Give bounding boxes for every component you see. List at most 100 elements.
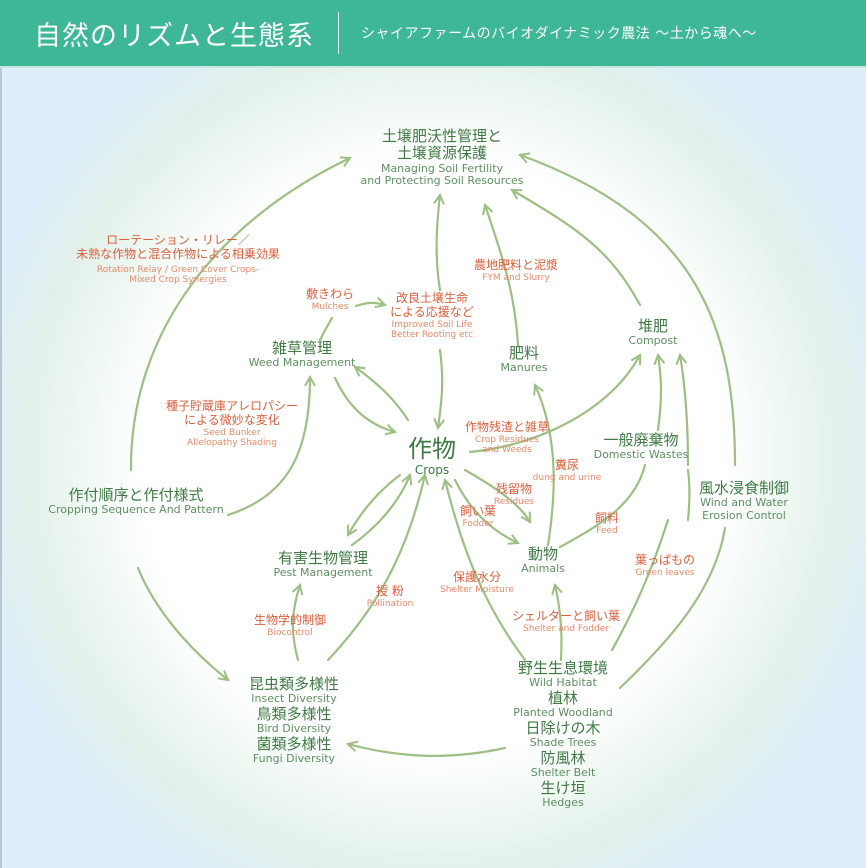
- insect-diversity-jp: 昆虫類多様性: [248, 675, 340, 693]
- seedbank-jp-line2: による微妙な変化: [184, 412, 280, 427]
- residues-weeds-jp: 作物残渣と雑草: [464, 420, 550, 434]
- link-dung-urine: 糞尿 dung and urine: [533, 458, 602, 483]
- node-domestic-jp: 一般廃棄物: [603, 431, 679, 449]
- node-crops-jp: 作物: [408, 435, 456, 463]
- arrow-improved-to-crops: [438, 348, 442, 428]
- header-divider: [338, 12, 339, 54]
- line-green-to-wind: [686, 468, 691, 522]
- line-wind-to-habitat: [618, 526, 727, 690]
- arrow-compost-to-soil: [512, 188, 642, 307]
- node-cropping-en: Cropping Sequence And Pattern: [48, 503, 224, 517]
- seedbank-jp-line1: 種子貯蔵庫アレロパシー: [165, 399, 299, 413]
- node-soil-jp-line2: 土壌資源保護: [396, 144, 487, 163]
- diagram-canvas: [0, 68, 866, 868]
- arrow-manures-to-soil: [485, 205, 520, 347]
- shelter-belt-jp: 防風林: [540, 748, 586, 767]
- link-fodder: 飼い葉 Fodder: [460, 504, 496, 529]
- arrow-habitat-to-crops: [445, 480, 527, 662]
- node-wind-erosion: 風水浸食制御 Wind and Water Erosion Control: [698, 479, 790, 523]
- link-improved-soil-life: 改良土壌生命 による応援など Improved Soil Life Better…: [390, 291, 474, 340]
- residues-weeds-en-line1: Crop Residues: [474, 434, 540, 445]
- line-weed-to-mulches: [318, 316, 334, 342]
- fungi-diversity-jp: 菌類多様性: [256, 734, 332, 753]
- improved-en-line2: Better Rooting etc: [390, 329, 474, 340]
- bird-diversity-jp: 鳥類多様性: [256, 704, 332, 723]
- arrow-habitat-to-animals: [555, 585, 561, 662]
- node-weed-jp: 雑草管理: [271, 339, 332, 357]
- arrow-weed-to-crops: [333, 376, 395, 432]
- link-shelter-moisture: 保護水分 Shelter Moisture: [440, 570, 514, 595]
- node-compost-en: Compost: [628, 334, 678, 348]
- rotation-en-line1: Rotation Relay / Green Cover Crops-: [96, 264, 260, 275]
- node-wind-en-line2: Erosion Control: [702, 508, 786, 522]
- rotation-jp-line1: ローテーション・リレー／: [106, 233, 250, 247]
- link-green-leaves: 葉っぱもの Green leaves: [634, 553, 696, 578]
- shade-trees-en: Shade Trees: [529, 736, 597, 750]
- line-feed-to-domestic: [558, 463, 647, 549]
- hedges-en: Hedges: [542, 795, 584, 809]
- shade-trees-jp: 日除けの木: [525, 718, 601, 737]
- node-cropping-jp: 作付順序と作付様式: [68, 486, 204, 504]
- arrow-crops-to-animals-residues: [463, 468, 532, 522]
- fym-en: FYM and Slurry: [482, 272, 550, 283]
- node-pest-management: 有害生物管理 Pest Management: [273, 549, 372, 580]
- shelter-fodder-jp: シェルターと飼い葉: [511, 609, 621, 623]
- arrow-cropping-to-weed: [226, 377, 310, 517]
- rotation-en-line2: Mixed Crop Synergies: [129, 274, 227, 285]
- improved-jp-line2: による応援など: [390, 304, 474, 319]
- arrow-crops-to-animals-fodder: [453, 478, 518, 543]
- fungi-diversity-en: Fungi Diversity: [252, 752, 336, 766]
- node-crops: 作物 Crops: [408, 435, 456, 477]
- pollination-jp: 授 粉: [376, 584, 404, 598]
- node-cropping-sequence: 作付順序と作付様式 Cropping Sequence And Pattern: [48, 486, 224, 517]
- line-habitat-to-green: [610, 518, 670, 652]
- green-leaves-en: Green leaves: [635, 567, 695, 578]
- arrow-wind-to-soil: [520, 155, 737, 467]
- arrow-crops-to-compost: [468, 355, 642, 454]
- dung-jp: 糞尿: [554, 458, 580, 472]
- shelter-fodder-en: Shelter and Fodder: [523, 623, 609, 634]
- arrow-habitat-to-fungi: [348, 744, 507, 757]
- arrow-domestic-to-compost: [658, 355, 661, 432]
- node-compost: 堆肥 Compost: [628, 317, 678, 348]
- node-wind-jp: 風水浸食制御: [698, 479, 790, 497]
- arrow-crops-to-pest: [346, 473, 402, 535]
- feed-en: Feed: [596, 525, 618, 536]
- green-leaves-jp: 葉っぱもの: [634, 553, 696, 567]
- node-animals: 動物 Animals: [521, 545, 565, 576]
- node-manures-jp: 肥料: [508, 344, 539, 362]
- improved-jp-line1: 改良土壌生命: [395, 291, 468, 305]
- arrow-pest-to-crops: [350, 475, 410, 547]
- link-feed: 飼料 Feed: [595, 511, 619, 536]
- residues-en: Residues: [493, 496, 535, 507]
- rotation-jp-line2: 未熟な作物と混合作物による相乗効果: [76, 246, 280, 261]
- link-shelter-fodder: シェルターと飼い葉 Shelter and Fodder: [511, 609, 621, 634]
- link-biocontrol: 生物学的制御 Biocontrol: [253, 613, 327, 638]
- bird-diversity-en: Bird Diversity: [256, 722, 332, 736]
- mulches-jp: 敷きわら: [305, 287, 355, 301]
- shelter-belt-en: Shelter Belt: [530, 765, 596, 779]
- arrow-mulches-to-improved: [354, 303, 385, 306]
- node-biodiversity-group: 昆虫類多様性 Insect Diversity 鳥類多様性 Bird Diver…: [248, 675, 340, 766]
- page-subtitle: シャイアファームのバイオダイナミック農法 〜土から魂へ〜: [361, 26, 757, 42]
- link-rotation-relay: ローテーション・リレー／ 未熟な作物と混合作物による相乗効果 Rotation …: [76, 233, 280, 285]
- node-manures-en: Manures: [500, 361, 548, 375]
- biocontrol-jp: 生物学的制御: [253, 613, 327, 627]
- hedges-jp: 生け垣: [540, 778, 586, 797]
- biocontrol-en: Biocontrol: [267, 627, 313, 638]
- node-animals-en: Animals: [521, 562, 565, 576]
- node-compost-jp: 堆肥: [637, 317, 669, 335]
- arrow-cropping-to-insect: [136, 566, 228, 680]
- shelter-moisture-en: Shelter Moisture: [440, 584, 514, 595]
- link-mulches: 敷きわら Mulches: [305, 287, 355, 312]
- arrow-biocontrol-to-pest: [291, 585, 300, 662]
- node-weed-en: Weed Management: [248, 356, 356, 370]
- header-bar: 自然のリズムと生態系 シャイアファームのバイオダイナミック農法 〜土から魂へ〜: [0, 0, 866, 68]
- link-fym-slurry: 農地肥料と泥漿 FYM and Slurry: [474, 258, 558, 283]
- pollination-en: Pollination: [366, 598, 414, 609]
- fodder-en: Fodder: [462, 518, 494, 529]
- left-edge-line: [0, 68, 2, 868]
- planted-woodland-en: Planted Woodland: [513, 706, 613, 720]
- arrow-cropping-to-soil: [129, 158, 350, 472]
